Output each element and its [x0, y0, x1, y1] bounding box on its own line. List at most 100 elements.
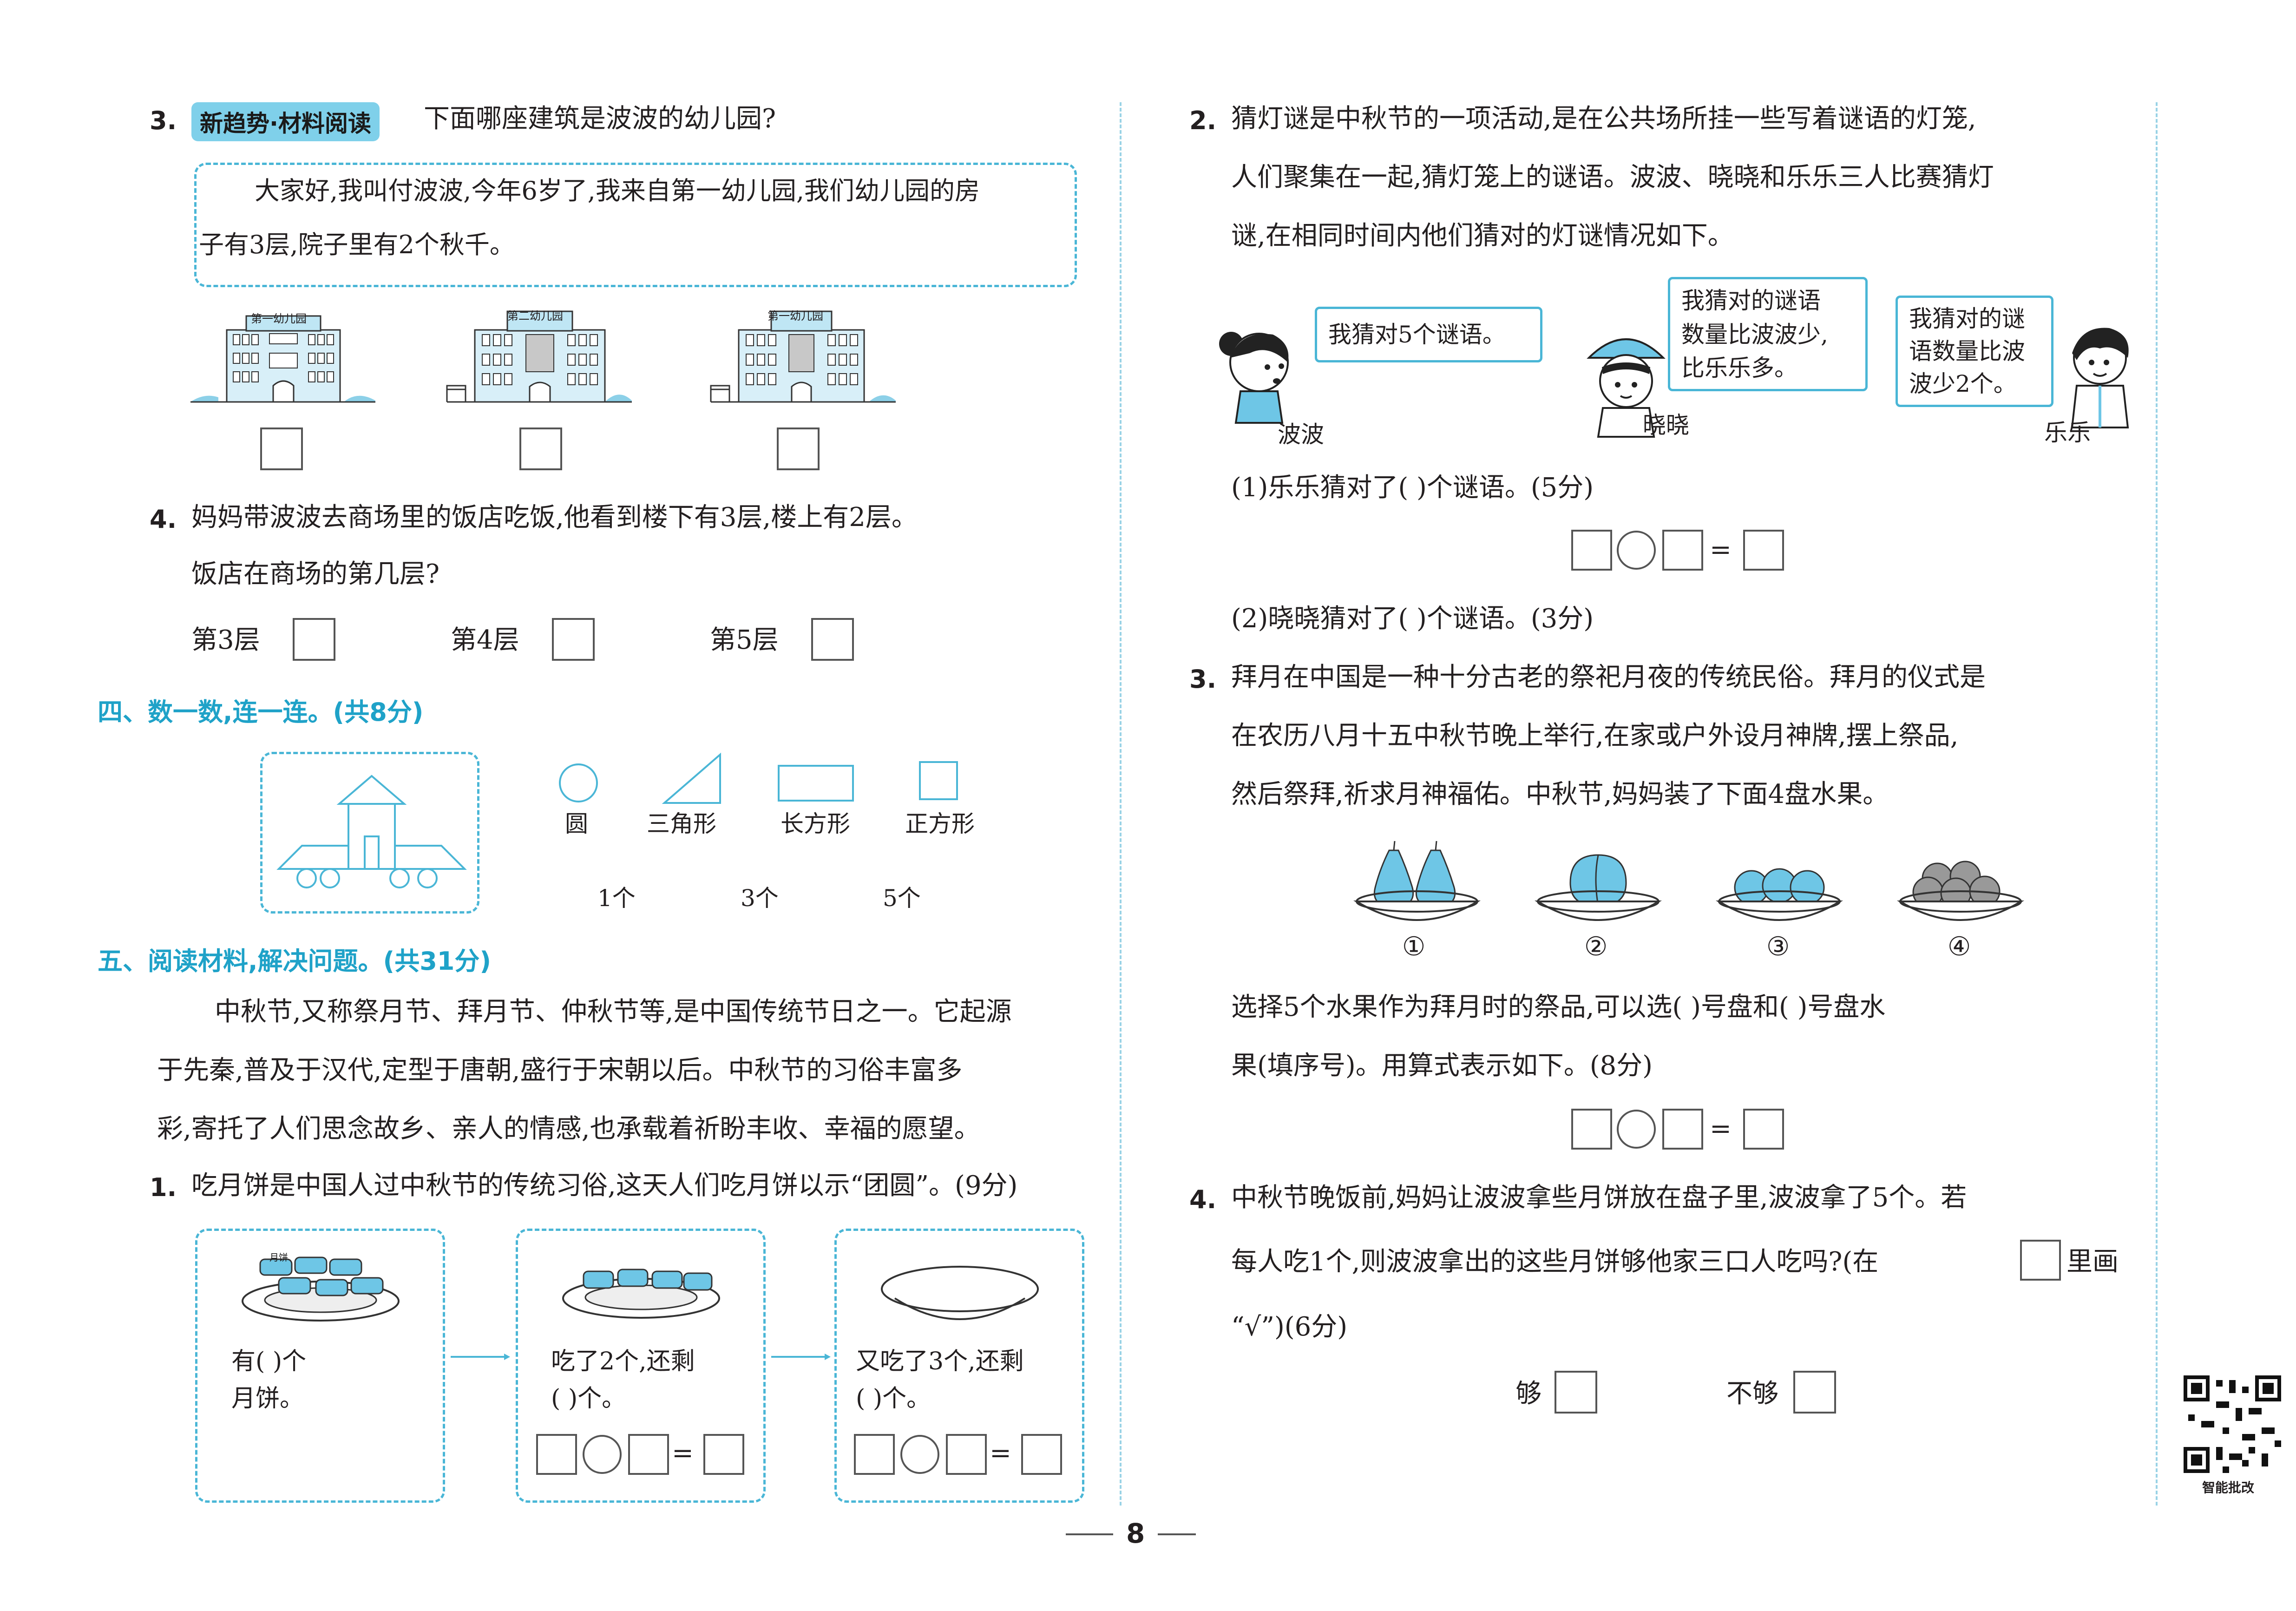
equation-box[interactable]: [536, 1434, 577, 1475]
option-label: 不够: [1726, 1379, 1778, 1409]
bubble-text: 数量比波波少,: [1681, 321, 1828, 348]
speech-bubble-lele: 我猜对的谜 语数量比波 波少2个。: [1896, 296, 2053, 407]
shape-label: 正方形: [905, 810, 975, 837]
girl-avatar-icon: [1219, 332, 1289, 424]
equation-box[interactable]: [1571, 1109, 1612, 1150]
answer-box[interactable]: [811, 618, 854, 661]
question-text: 人们聚集在一起,猜灯笼上的谜语。波波、晓晓和乐乐三人比赛猜灯: [1231, 162, 1994, 192]
question-text: 每人吃1个,则波波拿出的这些月饼够他家三口人吃吗?(在: [1231, 1247, 1879, 1277]
panel-3: [834, 1229, 1084, 1503]
oranges-plate-icon: [1896, 861, 2025, 921]
character-name: 波波: [1278, 421, 1324, 448]
panel-text: 又吃了3个,还剩: [856, 1348, 1024, 1375]
building-sign: 第一幼儿园: [768, 309, 823, 322]
question-text: “√”)(6分): [1231, 1312, 1348, 1342]
equation-box[interactable]: [854, 1434, 895, 1475]
shape-label: 圆: [565, 810, 588, 837]
equation-box[interactable]: [946, 1434, 987, 1475]
plate-number: ④: [1948, 932, 1971, 962]
speech-bubble-xiaoxiao: 我猜对的谜语 数量比波波少, 比乐乐多。: [1668, 277, 1868, 391]
mooncake-stamp: 月饼: [269, 1252, 288, 1263]
pears-plate-icon: [1353, 841, 1481, 921]
plate-icon: [881, 1266, 1039, 1320]
panel-text: 吃了2个,还剩: [551, 1348, 695, 1375]
circle-icon: [900, 1435, 939, 1474]
bubble-text: 我猜对的谜语: [1681, 287, 1821, 314]
circle-icon: [1617, 531, 1656, 570]
panel-text: 有( )个: [231, 1348, 307, 1375]
passage-box: [194, 163, 1077, 287]
question-number: 3.: [1189, 664, 1217, 694]
page-number: 8: [1113, 1518, 1158, 1549]
speech-bubble-bobo: 我猜对5个谜语。: [1315, 307, 1542, 362]
answer-box[interactable]: [1555, 1371, 1597, 1414]
equals-sign: =: [672, 1438, 694, 1468]
reading-paragraph: 中秋节,又称祭月节、拜月节、仲秋节等,是中国传统节日之一。它起源: [215, 997, 1012, 1027]
question-text: 饭店在商场的第几层?: [191, 559, 440, 589]
answer-box[interactable]: [777, 427, 820, 470]
building-3: [710, 302, 897, 409]
boy-avatar-icon: [2071, 328, 2129, 428]
question-text: 谜,在相同时间内他们猜对的灯谜情况如下。: [1231, 221, 1734, 251]
arrow-right-icon: [451, 1354, 510, 1360]
building-sign: 第一幼儿园: [251, 312, 307, 325]
question-text: 里画: [2066, 1247, 2119, 1277]
answer-box[interactable]: [519, 427, 562, 470]
equation-box[interactable]: [1571, 530, 1612, 571]
qr-label: 智能批改: [2202, 1480, 2255, 1495]
question-text: 下面哪座建筑是波波的幼儿园?: [424, 104, 776, 134]
panel-1: [195, 1229, 445, 1503]
shape-label: 三角形: [647, 810, 716, 837]
option-label: 第5层: [710, 625, 779, 655]
shape-label: 长方形: [781, 810, 850, 837]
question-number: 4.: [1189, 1185, 1217, 1214]
question-number: 2.: [1189, 106, 1217, 135]
building-2: [446, 302, 633, 409]
plate-number: ②: [1584, 932, 1608, 962]
answer-box[interactable]: [260, 427, 303, 470]
building-sign: 第二幼儿园: [507, 309, 563, 322]
answer-box[interactable]: [1793, 1371, 1836, 1414]
question-text: 拜月在中国是一种十分古老的祭祀月夜的传统民俗。拜月的仪式是: [1231, 662, 1986, 692]
panel-text: 月饼。: [231, 1385, 304, 1413]
qr-code-icon: [2184, 1375, 2281, 1473]
question-text: 猜灯谜是中秋节的一项活动,是在公共场所挂一些写着谜语的灯笼,: [1231, 104, 1976, 134]
bubble-text: 比乐乐多。: [1681, 355, 1797, 381]
building-icon: [710, 310, 896, 403]
question-text: 妈妈带波波去商场里的饭店吃饭,他看到楼下有3层,楼上有2层。: [191, 502, 918, 533]
character-name: 晓晓: [1643, 412, 1689, 439]
peach-plate-icon: [1534, 854, 1662, 921]
circle-icon: [1617, 1110, 1656, 1149]
answer-box[interactable]: [552, 618, 595, 661]
building-icon: [190, 315, 375, 403]
reading-paragraph: 于先秦,普及于汉代,定型于唐朝,盛行于宋朝以后。中秋节的习俗丰富多: [157, 1055, 963, 1085]
equation-box[interactable]: [703, 1434, 744, 1475]
triangle-icon: [662, 752, 721, 804]
option-label: 够: [1515, 1379, 1542, 1409]
sub-question: (2)晓晓猜对了( )个谜语。(3分): [1231, 604, 1594, 634]
column-divider: [1120, 102, 1122, 1506]
equation-box[interactable]: [1021, 1434, 1062, 1475]
question-text: 中秋节晚饭前,妈妈让波波拿些月饼放在盘子里,波波拿了5个。若: [1231, 1183, 1967, 1213]
question-text: 在农历八月十五中秋节晚上举行,在家或户外设月神牌,摆上祭品,: [1231, 721, 1959, 751]
margin-line: [2156, 102, 2158, 1506]
equation-box[interactable]: [1743, 1109, 1784, 1150]
boy-hat-avatar-icon: [1587, 338, 1666, 438]
question-text: 选择5个水果作为拜月时的祭品,可以选( )号盘和( )号盘水: [1231, 992, 1886, 1022]
bubble-text: 我猜对的谜: [1909, 305, 2025, 332]
circle-icon: [559, 763, 598, 802]
arrow-right-icon: [771, 1354, 831, 1360]
equation-box[interactable]: [1743, 530, 1784, 571]
equation-box[interactable]: [1662, 530, 1703, 571]
apples-plate-icon: [1715, 868, 1843, 921]
inline-box: [2020, 1240, 2061, 1281]
question-text: 吃月饼是中国人过中秋节的传统习俗,这天人们吃月饼以示“团圆”。(9分): [191, 1170, 1018, 1201]
answer-box[interactable]: [293, 618, 335, 661]
panel-text: ( )个。: [856, 1385, 931, 1413]
shape-house-figure: [276, 762, 467, 901]
mooncake-plate-icon: [562, 1269, 720, 1319]
square-icon: [919, 761, 958, 800]
panel-2: [516, 1229, 766, 1503]
equation-box[interactable]: [628, 1434, 669, 1475]
equation-box[interactable]: [1662, 1109, 1703, 1150]
